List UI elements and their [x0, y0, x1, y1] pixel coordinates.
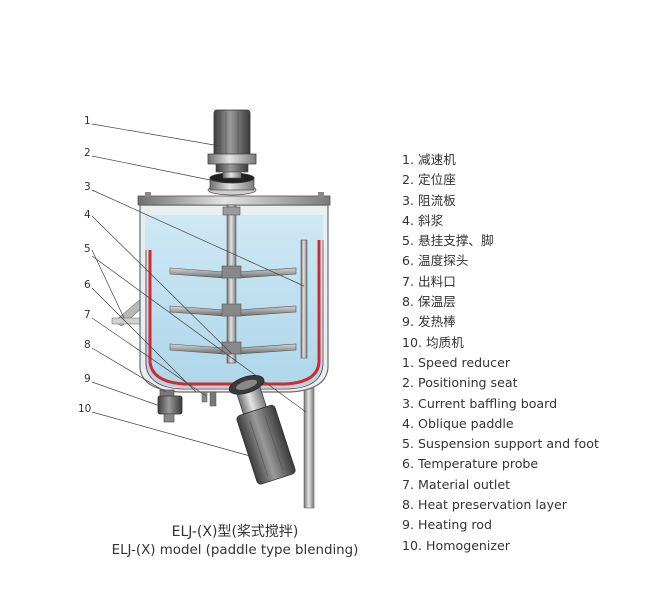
- paddle-upper: [169, 265, 297, 279]
- legend-item: 10. 均质机: [402, 334, 464, 350]
- callout-10: 10: [78, 403, 91, 415]
- paddle-lower: [169, 341, 297, 355]
- legend-item: 9. 发热棒: [402, 314, 456, 330]
- legend-item: 2. Positioning seat: [402, 375, 518, 391]
- legend-item: 4. Oblique paddle: [402, 415, 514, 431]
- callout-2: 2: [84, 147, 91, 159]
- callout-4: 4: [84, 209, 91, 221]
- paddle-middle: [169, 303, 297, 317]
- legend-item: 1. 减速机: [402, 152, 456, 167]
- legend-item: 9. Heating rod: [402, 517, 492, 533]
- heating-rod: [157, 395, 183, 423]
- legend-item: 6. 温度探头: [402, 253, 469, 269]
- callout-8: 8: [84, 339, 91, 351]
- legend-item: 6. Temperature probe: [402, 456, 539, 472]
- baffle-board: [300, 239, 308, 359]
- homogenizer: [228, 374, 296, 485]
- temperature-probe: [201, 391, 217, 407]
- legend-item: 7. Material outlet: [402, 476, 511, 492]
- legend-item: 8. 保温层: [402, 294, 456, 310]
- callout-numbers: 1 2 3 4 5 6 7 8 9 10: [78, 115, 91, 415]
- legend-item: 10. Homogenizer: [402, 537, 510, 553]
- callout-9: 9: [84, 373, 91, 385]
- speed-reducer-motor: [207, 109, 257, 173]
- parts-legend: 1. 减速机 2. 定位座 3. 阻流板 4. 斜浆 5. 悬挂支撑、脚 6. …: [402, 150, 599, 556]
- legend-item: 5. 悬挂支撑、脚: [402, 233, 494, 249]
- legend-item: 7. 出料口: [402, 273, 456, 289]
- leader-lines: [91, 123, 307, 457]
- oblique-paddles: [169, 265, 297, 355]
- callout-6: 6: [84, 279, 91, 291]
- positioning-seat: [207, 169, 257, 196]
- legend-item: 4. 斜浆: [402, 212, 444, 228]
- legend-item: 1. Speed reducer: [402, 354, 511, 370]
- callout-7: 7: [84, 309, 91, 321]
- callout-1: 1: [84, 115, 91, 127]
- agitator-shaft: [222, 204, 241, 364]
- caption-english: ELJ-(X) model (paddle type blending): [111, 543, 359, 558]
- callout-5: 5: [84, 243, 91, 255]
- legend-item: 3. 阻流板: [402, 192, 456, 208]
- callout-3: 3: [84, 181, 91, 193]
- legend-item: 5. Suspension support and foot: [402, 436, 599, 452]
- caption-chinese: ELJ-(X)型(桨式搅拌): [171, 524, 299, 540]
- legend-item: 3. Current baffling board: [402, 395, 558, 411]
- legend-item: 8. Heat preservation layer: [402, 497, 567, 513]
- legend-item: 2. 定位座: [402, 172, 456, 188]
